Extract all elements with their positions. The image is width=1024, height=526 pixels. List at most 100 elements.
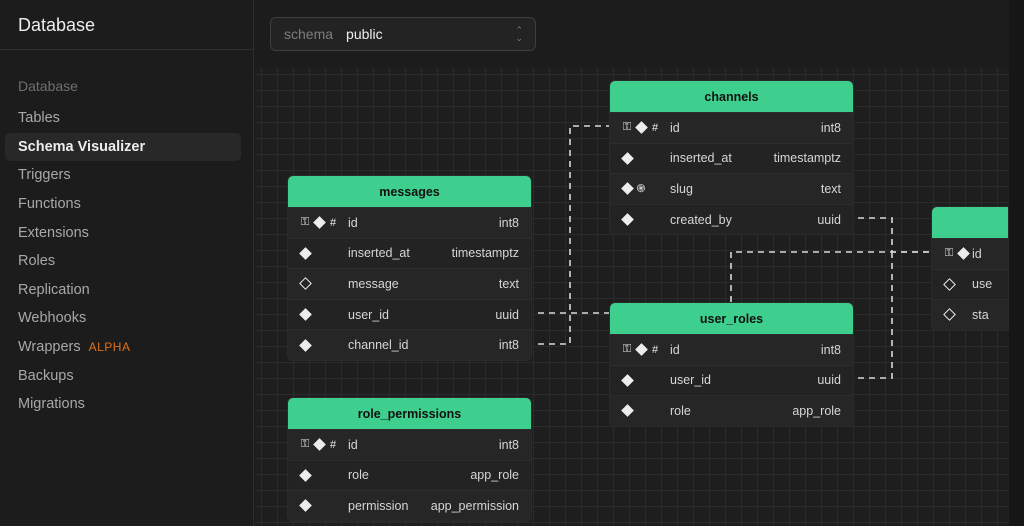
diamond-filled-icon xyxy=(620,152,634,165)
diamond-filled-icon xyxy=(298,338,312,352)
sidebar: Database Database Tables Schema Visualiz… xyxy=(0,0,254,526)
column-name: channel_id xyxy=(348,338,409,353)
table-row[interactable]: inserted_at timestamptz xyxy=(610,142,853,174)
table-row[interactable]: ⚿ # id int8 xyxy=(610,334,853,365)
column-type: timestamptz xyxy=(773,151,841,166)
table-user-roles[interactable]: user_roles ⚿ # id int8 user_id uuid role … xyxy=(609,302,854,427)
table-header: user_roles xyxy=(610,303,853,334)
sidebar-item-extensions[interactable]: Extensions xyxy=(5,218,241,247)
key-icon: ⚿ xyxy=(300,438,310,451)
table-row[interactable]: ֍ slug text xyxy=(610,173,853,204)
sidebar-item-migrations[interactable]: Migrations xyxy=(5,390,241,419)
column-type: int8 xyxy=(820,120,841,135)
canvas-edge xyxy=(1009,0,1024,526)
table-role-permissions[interactable]: role_permissions ⚿ # id int8 role app_rol… xyxy=(287,397,532,522)
table-row[interactable]: use xyxy=(932,268,1008,300)
sidebar-item-label: Roles xyxy=(18,253,56,270)
table-messages[interactable]: messages ⚿ # id int8 inserted_at timestam… xyxy=(287,175,532,361)
hash-icon: # xyxy=(651,121,659,134)
sidebar-item-functions[interactable]: Functions xyxy=(5,190,241,219)
column-type: int8 xyxy=(498,215,519,230)
table-row[interactable]: channel_id int8 xyxy=(288,329,531,360)
diamond-filled-icon xyxy=(298,247,312,260)
column-name: id xyxy=(348,215,358,230)
sidebar-item-label: Schema Visualizer xyxy=(18,138,146,155)
table-row[interactable]: ⚿# id int8 xyxy=(610,112,853,143)
table-header: role_permissions xyxy=(288,398,531,429)
column-name: created_by xyxy=(670,212,732,227)
table-row[interactable]: created_by uuid xyxy=(610,203,853,235)
key-icon: ⚿ xyxy=(622,121,632,134)
column-name: user_id xyxy=(348,307,389,322)
table-row[interactable]: user_id uuid xyxy=(288,298,531,330)
column-type: app_role xyxy=(792,403,841,418)
key-icon: ⚿ xyxy=(944,247,954,260)
key-icon: ⚿ xyxy=(622,343,632,356)
diamond-outline-icon xyxy=(942,308,956,322)
table-row[interactable]: ⚿ # id int8 xyxy=(288,207,531,238)
sidebar-item-label: Webhooks xyxy=(18,310,87,327)
diamond-filled-icon xyxy=(298,308,312,321)
sidebar-item-label: Migrations xyxy=(18,396,85,413)
sidebar-item-schema-visualizer[interactable]: Schema Visualizer xyxy=(5,132,241,162)
column-name: id xyxy=(348,437,358,452)
sidebar-item-label: Backups xyxy=(18,367,74,384)
schema-select-value: public xyxy=(346,26,383,42)
hash-icon: # xyxy=(329,216,337,229)
sidebar-item-triggers[interactable]: Triggers xyxy=(5,161,241,190)
column-type: int8 xyxy=(820,342,841,357)
table-channels[interactable]: channels ⚿# id int8 inserted_at timestam… xyxy=(609,80,854,236)
table-row[interactable]: role app_role xyxy=(288,459,531,491)
diamond-filled-icon xyxy=(298,469,312,482)
column-type: uuid xyxy=(817,212,841,227)
column-type: uuid xyxy=(495,307,519,322)
sidebar-item-replication[interactable]: Replication xyxy=(5,276,241,305)
table-row[interactable]: sta xyxy=(932,299,1008,330)
sidebar-item-webhooks[interactable]: Webhooks xyxy=(5,304,241,333)
sidebar-list: Tables Schema Visualizer Triggers Functi… xyxy=(0,104,253,419)
hash-icon: # xyxy=(329,438,337,451)
diamond-filled-icon xyxy=(620,213,634,226)
column-type: text xyxy=(820,181,841,196)
column-type: app_permission xyxy=(430,498,519,513)
schema-select[interactable]: schema public ⌃⌄ xyxy=(270,17,536,51)
diamond-filled-icon xyxy=(298,499,312,513)
column-type: uuid xyxy=(817,373,841,388)
column-name: use xyxy=(972,277,993,292)
column-name: role xyxy=(348,468,369,483)
diamond-filled-icon xyxy=(312,216,326,230)
column-type: int8 xyxy=(498,437,519,452)
column-name: slug xyxy=(670,181,693,196)
sidebar-item-tables[interactable]: Tables xyxy=(5,104,241,133)
diamond-outline-icon xyxy=(298,277,312,291)
key-icon: ⚿ xyxy=(300,216,310,229)
fingerprint-icon: ֍ xyxy=(636,183,646,196)
sidebar-item-label: Extensions xyxy=(18,224,89,241)
toolbar: schema public ⌃⌄ xyxy=(255,0,1024,68)
table-row[interactable]: user_id uuid xyxy=(610,364,853,396)
sidebar-item-roles[interactable]: Roles xyxy=(5,247,241,276)
sidebar-item-backups[interactable]: Backups xyxy=(5,361,241,390)
column-name: id xyxy=(670,342,680,357)
hash-icon: # xyxy=(651,343,659,356)
sidebar-item-label: Tables xyxy=(18,110,60,127)
column-name: role xyxy=(670,403,691,418)
column-type: app_role xyxy=(470,468,519,483)
table-row[interactable]: message text xyxy=(288,268,531,299)
diamond-filled-icon xyxy=(312,438,326,452)
sidebar-item-label: Wrappers xyxy=(18,339,81,356)
column-name: inserted_at xyxy=(670,151,732,166)
table-header: messages xyxy=(288,176,531,207)
table-header: channels xyxy=(610,81,853,112)
column-type: timestamptz xyxy=(451,246,519,261)
table-row[interactable]: ⚿ id xyxy=(932,238,1008,269)
table-row[interactable]: role app_role xyxy=(610,395,853,426)
column-name: message xyxy=(348,276,399,291)
table-partial-offscreen[interactable]: ⚿ id use sta xyxy=(931,206,1009,331)
table-row[interactable]: ⚿ # id int8 xyxy=(288,429,531,460)
column-type: text xyxy=(498,276,519,291)
table-row[interactable]: permission app_permission xyxy=(288,490,531,521)
table-row[interactable]: inserted_at timestamptz xyxy=(288,237,531,269)
column-name: permission xyxy=(348,498,409,513)
